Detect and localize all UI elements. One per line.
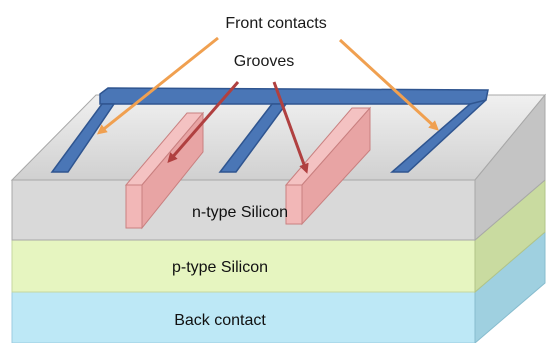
n-type-layer (10, 93, 546, 242)
grooves-arrows (167, 81, 309, 174)
arrow-front-contact-2 (338, 38, 439, 131)
contact-finger-1 (50, 103, 116, 173)
groove-2-front (285, 184, 303, 225)
p-type-layer: p-type Silicon (11, 178, 546, 294)
p-type-label: p-type Silicon (172, 259, 268, 276)
back-contact-front (11, 291, 476, 343)
grooves-label: Grooves (234, 53, 294, 70)
n-type-label: n-type Silicon (192, 204, 288, 221)
groove-2-side (301, 106, 371, 226)
contact-finger-3 (389, 99, 487, 173)
front-contacts-label: Front contacts (225, 15, 326, 32)
arrow-groove-1 (167, 81, 240, 164)
groove-1-front (125, 184, 143, 229)
arrow-groove-2 (272, 81, 309, 174)
arrow-front-contact-1 (96, 36, 219, 135)
contact-busbar (99, 87, 489, 105)
n-type-side (474, 93, 546, 242)
back-contact-label: Back contact (174, 312, 266, 329)
front-contacts-arrows (96, 36, 439, 135)
front-contacts (50, 87, 489, 173)
